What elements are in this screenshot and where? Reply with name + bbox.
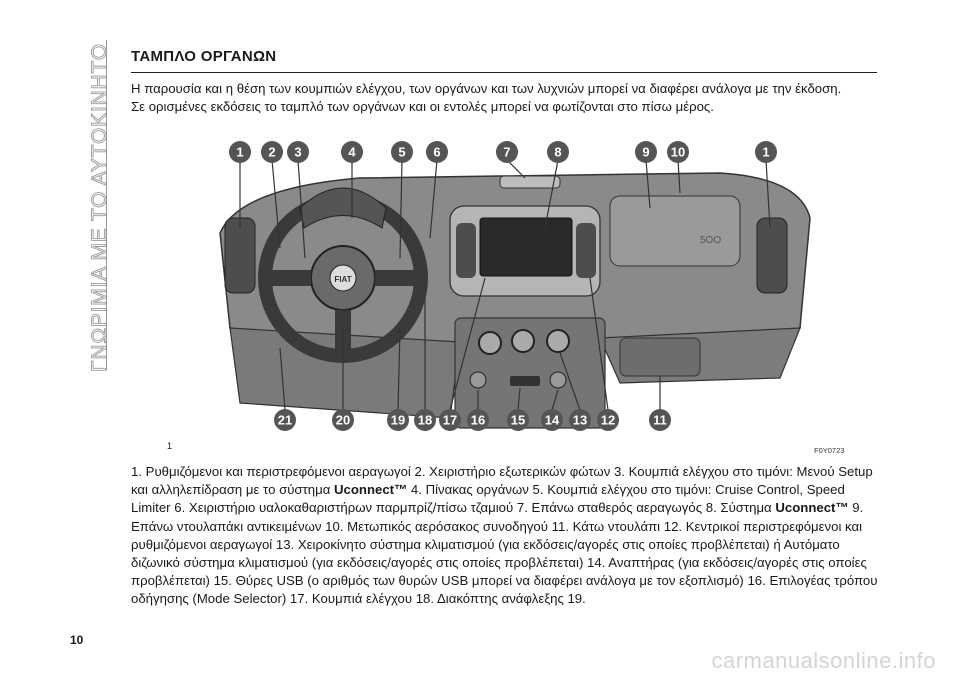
mode-selector	[469, 371, 487, 389]
callout-14: 14	[541, 409, 563, 431]
svg-text:4: 4	[348, 145, 356, 160]
dashboard-figure: 5OO FIAT 1 2 3	[219, 141, 811, 431]
legend-part-2: 4. Πίνακας οργάνων 5. Κουμπιά ελέγχου στ…	[131, 482, 845, 516]
callout-1-top-right: 1	[755, 141, 777, 163]
callout-8: 8	[547, 141, 569, 163]
callout-18: 18	[414, 409, 436, 431]
side-tab-label: ΓΝΩΡΙΜΙΑ ΜΕ ΤΟ ΑΥΤΟΚΙΝΗΤΟ	[88, 43, 111, 372]
callout-9: 9	[635, 141, 657, 163]
svg-text:11: 11	[653, 413, 667, 428]
left-vent	[224, 217, 256, 294]
callout-12: 12	[597, 409, 619, 431]
callout-4: 4	[341, 141, 363, 163]
logo-500: 5OO	[700, 235, 721, 246]
infotainment-screen	[479, 217, 573, 277]
svg-text:21: 21	[278, 413, 292, 428]
watermark: carmanualsonline.info	[711, 648, 936, 673]
svg-text:5: 5	[398, 145, 405, 160]
svg-text:8: 8	[554, 145, 561, 160]
knob-right	[546, 329, 570, 353]
callout-20: 20	[332, 409, 354, 431]
svg-text:2: 2	[268, 145, 275, 160]
callout-3: 3	[287, 141, 309, 163]
svg-text:13: 13	[573, 413, 587, 428]
callout-21: 21	[274, 409, 296, 431]
figure-code: F0Y0723	[814, 446, 845, 455]
svg-text:16: 16	[471, 413, 485, 428]
svg-text:17: 17	[443, 413, 457, 428]
upper-glovebox	[609, 195, 741, 267]
svg-text:9: 9	[642, 145, 649, 160]
instrument-cluster	[299, 187, 387, 229]
svg-text:6: 6	[433, 145, 440, 160]
fiat-badge-text: FIAT	[334, 275, 351, 284]
svg-text:10: 10	[671, 145, 685, 160]
callout-10: 10	[667, 141, 689, 163]
intro-line-2: Σε ορισμένες εκδόσεις το ταμπλό των οργά…	[131, 99, 714, 114]
knob-center	[511, 329, 535, 353]
upper-vent	[499, 175, 561, 189]
callout-1-top-left: 1	[229, 141, 251, 163]
legend-part-1: 1. Ρυθμιζόμενοι και περιστρεφόμενοι αερα…	[131, 464, 873, 498]
callout-5: 5	[391, 141, 413, 163]
page-title: ΤΑΜΠΛΟ ΟΡΓΑΝΩΝ	[131, 48, 277, 65]
svg-text:1: 1	[236, 145, 243, 160]
svg-text:3: 3	[294, 145, 301, 160]
center-vent-right	[576, 223, 596, 278]
svg-text:20: 20	[336, 413, 350, 428]
title-rule	[131, 72, 877, 73]
svg-text:19: 19	[391, 413, 405, 428]
legend-brand-2: Uconnect™	[775, 500, 849, 516]
svg-text:18: 18	[418, 413, 432, 428]
fiat-badge	[329, 264, 357, 292]
leader-lines	[239, 159, 771, 411]
callout-13: 13	[569, 409, 591, 431]
callout-15: 15	[507, 409, 529, 431]
usb-ports	[510, 376, 540, 386]
svg-text:7: 7	[503, 145, 510, 160]
callout-16: 16	[467, 409, 489, 431]
callout-6: 6	[426, 141, 448, 163]
callout-2: 2	[261, 141, 283, 163]
callout-11: 11	[649, 409, 671, 431]
legend-text: 1. Ρυθμιζόμενοι και περιστρεφόμενοι αερα…	[131, 463, 886, 609]
right-vent	[756, 217, 788, 294]
callout-19: 19	[387, 409, 409, 431]
legend-part-3: 9. Επάνω ντουλαπάκι αντικειμένων 10. Μετ…	[131, 500, 878, 607]
side-divider	[106, 40, 107, 370]
callout-7: 7	[496, 141, 518, 163]
page-number: 10	[70, 633, 84, 647]
svg-text:12: 12	[601, 413, 615, 428]
center-vent-left	[456, 223, 476, 278]
svg-text:14: 14	[545, 413, 560, 428]
side-tab: ΓΝΩΡΙΜΙΑ ΜΕ ΤΟ ΑΥΤΟΚΙΝΗΤΟ	[88, 43, 112, 373]
svg-text:1: 1	[762, 145, 769, 160]
callout-17: 17	[439, 409, 461, 431]
figure-number: 1	[167, 441, 173, 451]
knob-left	[478, 331, 502, 355]
lower-glovebox	[619, 337, 701, 377]
legend-brand-1: Uconnect™	[333, 482, 408, 498]
intro-line-1: Η παρουσία και η θέση των κουμπιών ελέγχ…	[131, 81, 842, 96]
svg-text:15: 15	[511, 413, 525, 428]
lighter	[549, 371, 567, 389]
intro-text: Η παρουσία και η θέση των κουμπιών ελέγχ…	[131, 80, 881, 116]
